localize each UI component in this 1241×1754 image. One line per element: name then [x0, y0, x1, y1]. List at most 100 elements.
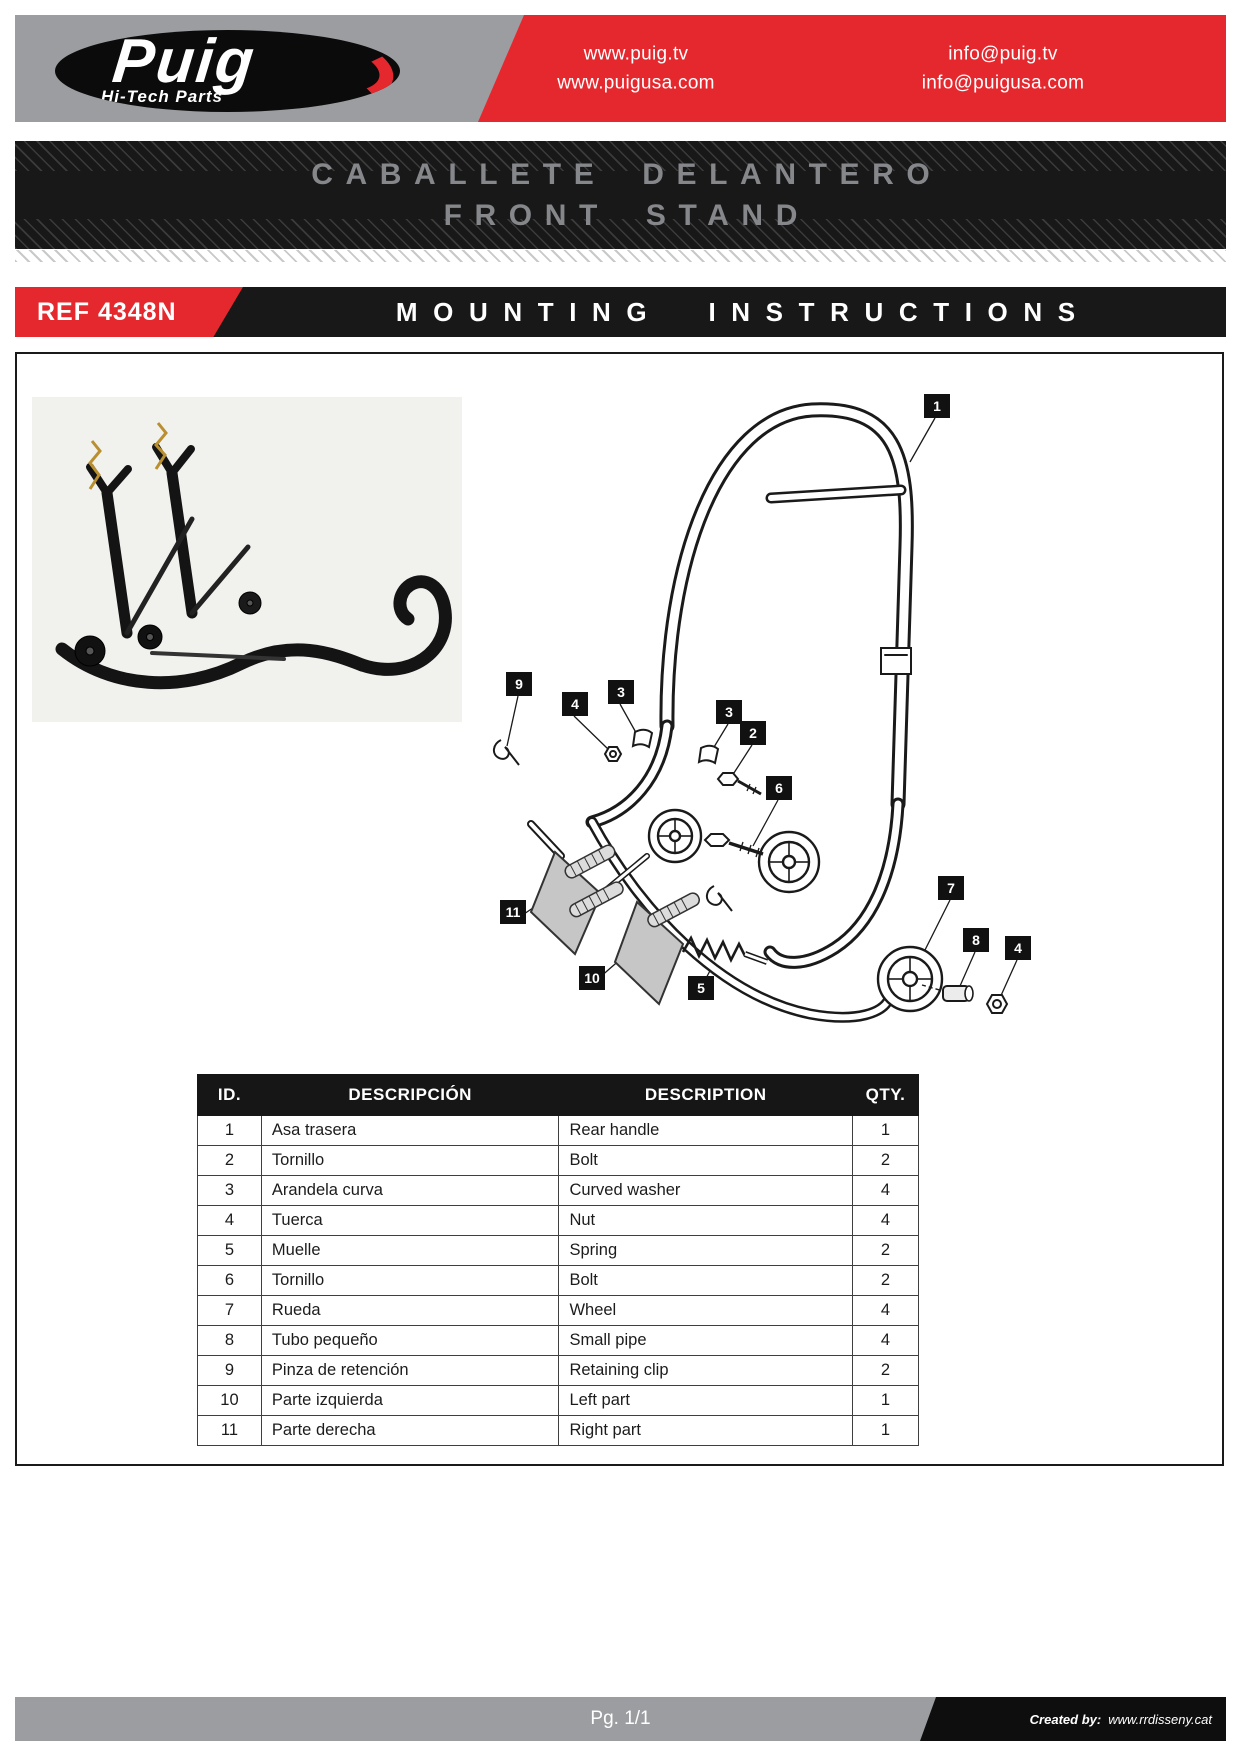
cell-qty: 4: [852, 1205, 919, 1236]
cell-id: 6: [197, 1265, 262, 1296]
product-photo: [32, 397, 462, 722]
cell-id: 11: [197, 1415, 262, 1446]
callout-6: 6: [766, 776, 792, 800]
cell-id: 9: [197, 1355, 262, 1386]
cell-qty: 2: [852, 1355, 919, 1386]
retaining-clip-drawing: [493, 739, 733, 912]
footer-band: Pg. 1/1 Created by: www.rrdisseny.cat: [15, 1697, 1226, 1741]
parts-table-header: ID. DESCRIPCIÓN DESCRIPTION QTY.: [197, 1074, 919, 1116]
cell-description: Small pipe: [558, 1325, 853, 1356]
callout-2: 2: [740, 721, 766, 745]
callout-10: 10: [579, 966, 605, 990]
cell-description: Curved washer: [558, 1175, 853, 1206]
header-description: DESCRIPTION: [558, 1074, 853, 1116]
title-banner: CABALLETE DELANTERO FRONT STAND: [15, 141, 1226, 249]
cell-id: 7: [197, 1295, 262, 1326]
callout-3-left: 3: [608, 680, 634, 704]
title-line-es: CABALLETE DELANTERO: [311, 157, 943, 191]
parts-table: ID. DESCRIPCIÓN DESCRIPTION QTY. 1 Asa t…: [197, 1074, 919, 1446]
callout-3-right: 3: [716, 700, 742, 724]
table-row: 7 Rueda Wheel 4: [197, 1295, 919, 1326]
cell-qty: 1: [852, 1115, 919, 1146]
credit-box: Created by: www.rrdisseny.cat: [920, 1697, 1226, 1741]
email-link: info@puigusa.com: [921, 72, 1085, 94]
credit-label: Created by:: [1029, 1711, 1102, 1727]
parts-table-body: 1 Asa trasera Rear handle 1 2 Tornillo B…: [197, 1115, 919, 1446]
cell-descripcion: Tubo pequeño: [260, 1325, 560, 1356]
cell-id: 1: [197, 1115, 262, 1146]
cell-qty: 4: [852, 1325, 919, 1356]
table-row: 5 Muelle Spring 2: [197, 1235, 919, 1266]
website-link: www.puigusa.com: [557, 72, 715, 94]
header-descripcion: DESCRIPCIÓN: [260, 1074, 560, 1116]
hatch-pattern: [15, 141, 1226, 171]
bolt-drawing: [703, 772, 764, 858]
callout-7: 7: [938, 876, 964, 900]
email-link: info@puig.tv: [948, 43, 1058, 65]
cell-descripcion: Parte izquierda: [260, 1385, 560, 1416]
table-row: 6 Tornillo Bolt 2: [197, 1265, 919, 1296]
cell-qty: 2: [852, 1145, 919, 1176]
cell-id: 8: [197, 1325, 262, 1356]
header-band: www.puig.tv www.puigusa.com info@puig.tv…: [15, 15, 1226, 122]
cell-descripcion: Pinza de retención: [260, 1355, 560, 1386]
cell-qty: 1: [852, 1415, 919, 1446]
email-list: info@puig.tv info@puigusa.com: [853, 39, 1153, 98]
mounting-instructions-title: MOUNTING INSTRUCTIONS: [395, 296, 1091, 327]
cell-descripcion: Parte derecha: [260, 1415, 560, 1446]
nut-drawing: [603, 746, 1009, 1014]
cell-id: 10: [197, 1385, 262, 1416]
cell-description: Right part: [558, 1415, 853, 1446]
cell-descripcion: Arandela curva: [260, 1175, 560, 1206]
cell-id: 2: [197, 1145, 262, 1176]
cell-description: Wheel: [558, 1295, 853, 1326]
curved-washer-drawing: [631, 728, 720, 765]
cell-id: 3: [197, 1175, 262, 1206]
small-pipe-drawing: [942, 985, 974, 1002]
logo-oval: Puig Hi-Tech Parts: [55, 30, 400, 112]
table-row: 9 Pinza de retención Retaining clip 2: [197, 1355, 919, 1386]
callout-5: 5: [688, 976, 714, 1000]
logo-swoosh-icon: [271, 30, 399, 110]
callout-4-left: 4: [562, 692, 588, 716]
header-qty: QTY.: [852, 1074, 919, 1116]
cell-description: Retaining clip: [558, 1355, 853, 1386]
cell-qty: 2: [852, 1235, 919, 1266]
cell-descripcion: Asa trasera: [260, 1115, 560, 1146]
callout-11: 11: [500, 900, 526, 924]
wheel-spokes: [658, 819, 932, 1001]
cell-qty: 4: [852, 1175, 919, 1206]
table-row: 11 Parte derecha Right part 1: [197, 1415, 919, 1446]
cell-description: Left part: [558, 1385, 853, 1416]
title-line-en: FRONT STAND: [443, 198, 810, 232]
cell-description: Spring: [558, 1235, 853, 1266]
cell-description: Rear handle: [558, 1115, 853, 1146]
cell-descripcion: Rueda: [260, 1295, 560, 1326]
cell-id: 5: [197, 1235, 262, 1266]
exploded-diagram: [493, 402, 1018, 1023]
cell-descripcion: Muelle: [260, 1235, 560, 1266]
wheel-drawing: [647, 808, 944, 1013]
callout-1: 1: [924, 394, 950, 418]
cell-descripcion: Tuerca: [260, 1205, 560, 1236]
cell-qty: 2: [852, 1265, 919, 1296]
callout-9: 9: [506, 672, 532, 696]
rear-handle-drawing: [659, 402, 914, 812]
cell-qty: 1: [852, 1385, 919, 1416]
credit-url: www.rrdisseny.cat: [1108, 1711, 1212, 1727]
cell-descripcion: Tornillo: [260, 1145, 560, 1176]
table-row: 4 Tuerca Nut 4: [197, 1205, 919, 1236]
table-row: 10 Parte izquierda Left part 1: [197, 1385, 919, 1416]
cell-descripcion: Tornillo: [260, 1265, 560, 1296]
ref-badge: REF 4348N: [15, 287, 243, 337]
front-stand-photo-sketch: [55, 422, 452, 690]
ref-bar: REF 4348N MOUNTING INSTRUCTIONS: [15, 287, 1226, 337]
hatch-strip: [15, 250, 1226, 262]
cell-id: 4: [197, 1205, 262, 1236]
spring-drawing: [681, 935, 944, 992]
table-row: 1 Asa trasera Rear handle 1: [197, 1115, 919, 1146]
cell-description: Nut: [558, 1205, 853, 1236]
table-row: 3 Arandela curva Curved washer 4: [197, 1175, 919, 1206]
logo-tagline: Hi-Tech Parts: [101, 87, 223, 106]
